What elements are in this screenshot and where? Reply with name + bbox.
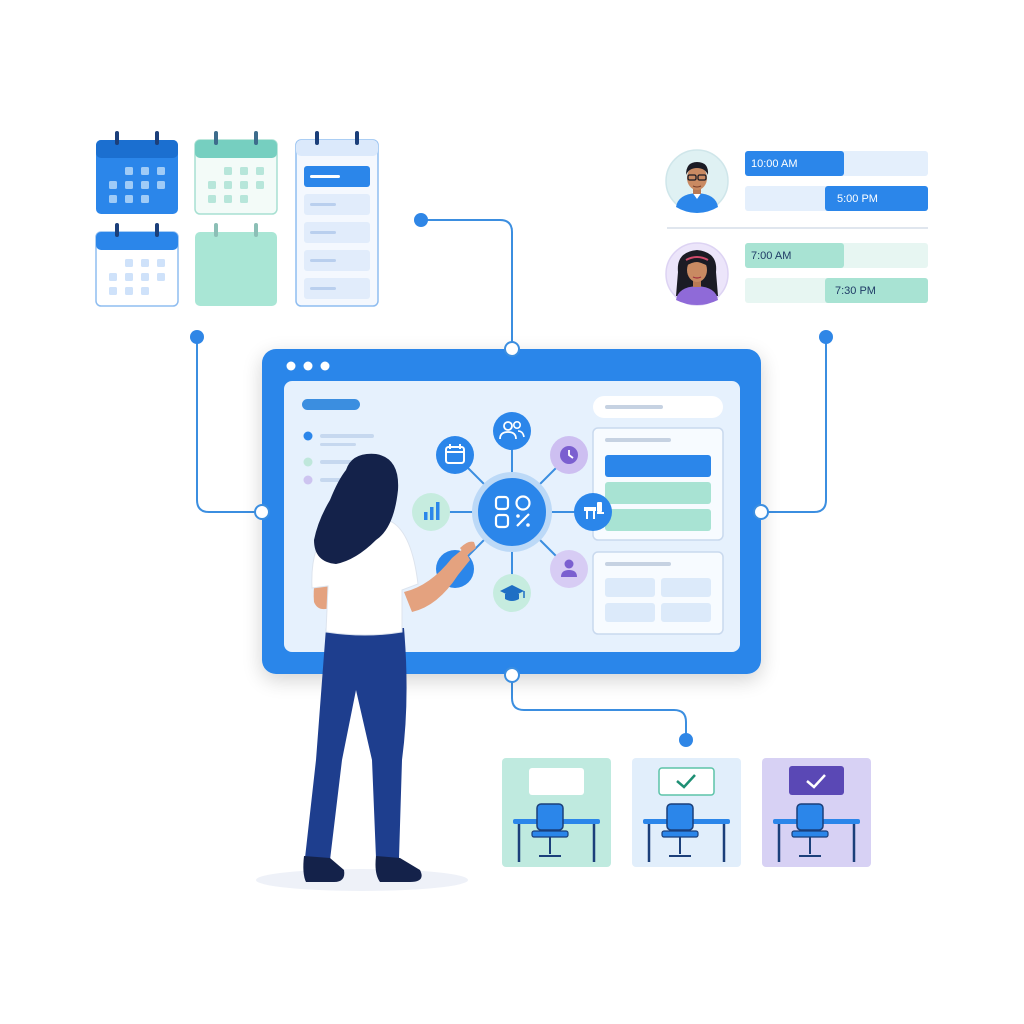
clock-icon[interactable] (550, 436, 588, 474)
users-icon[interactable] (493, 412, 531, 450)
schedule-slot[interactable]: 7:00 AM (745, 243, 928, 268)
calendar-icon[interactable] (436, 436, 474, 474)
workstation-card[interactable] (762, 758, 871, 867)
woman-figure (256, 453, 476, 891)
agenda-list-widget[interactable] (295, 131, 379, 307)
calendar-widget[interactable] (96, 131, 178, 214)
bar-chart-icon[interactable] (412, 493, 450, 531)
calendar-widgets (95, 131, 379, 307)
workstation-card[interactable] (502, 758, 611, 867)
workstation-card[interactable] (632, 758, 741, 867)
connector-dots (190, 213, 833, 747)
schedule-slot[interactable]: 5:00 PM (745, 186, 928, 211)
connector-lines (196, 219, 827, 740)
window-connector-nodes (254, 341, 769, 683)
schedule-slot[interactable]: 10:00 AM (745, 151, 928, 176)
slot-time: 5:00 PM (837, 193, 878, 205)
window-controls (286, 361, 330, 371)
slot-time: 7:00 AM (751, 250, 791, 262)
slot-time: 7:30 PM (835, 285, 876, 297)
schedule-panel: 10:00 AM 5:00 PM 7:00 AM 7:30 PM (665, 149, 928, 306)
person-icon[interactable] (550, 550, 588, 588)
connector-bottom (511, 675, 687, 740)
woman-avatar (665, 242, 729, 306)
slot-time: 10:00 AM (751, 158, 797, 170)
check-icon (676, 774, 696, 789)
man-avatar (665, 149, 729, 213)
central-hub[interactable] (472, 472, 552, 552)
check-icon (806, 774, 826, 789)
graduation-cap-icon[interactable] (493, 574, 531, 612)
calendar-widget[interactable] (194, 131, 278, 215)
desk-booking-icon[interactable] (574, 493, 612, 531)
connector-left (196, 337, 262, 513)
connector-top (421, 219, 513, 348)
window-right-panels (592, 396, 724, 635)
calendar-widget[interactable] (195, 223, 277, 306)
calendar-widget[interactable] (95, 223, 179, 307)
schedule-slot[interactable]: 7:30 PM (745, 278, 928, 303)
connector-right (761, 337, 827, 513)
